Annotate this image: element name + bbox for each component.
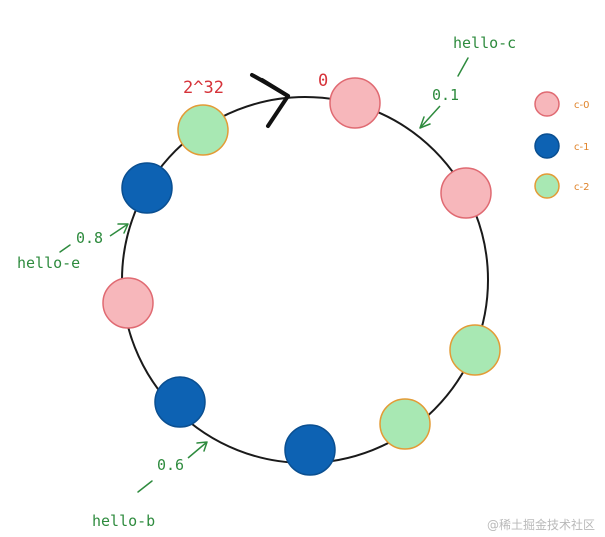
watermark: @稀土掘金技术社区 [487,517,595,532]
key-hash-value: 0.1 [432,86,459,104]
ring-start-label: 0 [318,71,328,91]
ring-nodes [102,77,501,476]
ring-node-c-1 [284,424,336,476]
key-hello-e: 0.8 hello-e [17,223,129,272]
ring-node-c-0 [440,167,492,219]
key-arrow-icon [419,105,441,129]
legend-label: c-1 [574,142,589,153]
ring-node-c-2 [379,398,431,450]
key-name: hello-c [453,34,516,52]
ring-node-c-2 [177,104,229,156]
legend-item-c-2: c-2 [534,173,589,199]
legend-swatch [534,91,560,117]
legend-swatch [534,173,560,199]
ring-end-label: 2^32 [183,78,224,98]
legend-item-c-0: c-0 [534,91,589,117]
legend: c-0 c-1 c-2 [534,91,589,199]
direction-arrow-icon [250,73,290,128]
ring-node-c-1 [121,162,173,214]
legend-label: c-0 [574,100,589,111]
ring-node-c-1 [154,376,206,428]
key-arrow-icon [109,223,129,237]
key-hello-b: 0.6 hello-b [92,441,208,530]
key-name: hello-b [92,512,155,530]
legend-swatch [534,133,560,159]
key-arrow-icon [187,441,208,459]
legend-label: c-2 [574,182,589,193]
legend-item-c-1: c-1 [534,133,589,159]
key-hash-value: 0.6 [157,456,184,474]
ring-node-c-2 [449,324,501,376]
ring-node-c-0 [102,277,154,329]
key-name: hello-e [17,254,80,272]
ring-node-c-0 [329,77,381,129]
key-hash-value: 0.8 [76,229,103,247]
key-hello-c: hello-c 0.1 [419,34,516,129]
